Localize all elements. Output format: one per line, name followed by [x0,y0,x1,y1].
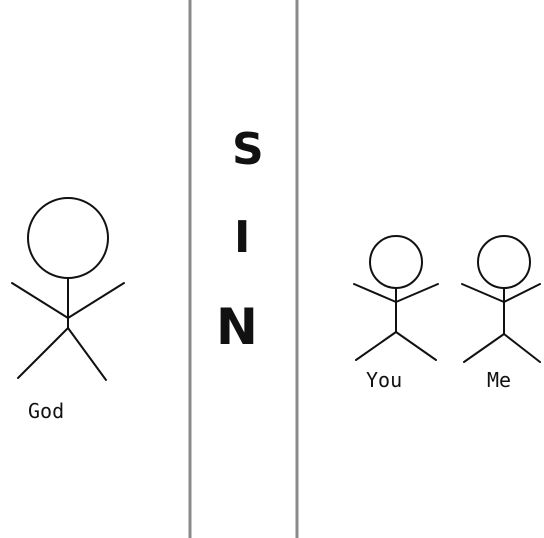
sin-letter-i: I [234,216,250,260]
you-right-leg [396,332,436,360]
you-head [370,236,422,288]
sin-letter-s: S [232,128,264,172]
god-label: God [28,401,64,421]
god-right-arm [68,283,124,318]
god-stick-figure [12,198,124,380]
me-label: Me [487,370,511,390]
god-head [28,198,108,278]
god-left-leg [18,328,68,378]
me-stick-figure [462,236,540,362]
sin-letter-n: N [216,302,258,352]
me-left-leg [464,334,504,362]
me-right-leg [504,334,540,362]
you-left-leg [356,332,396,360]
me-head [478,236,530,288]
you-label: You [366,370,402,390]
you-stick-figure [354,236,438,360]
god-left-arm [12,283,68,318]
god-right-leg [68,328,106,380]
